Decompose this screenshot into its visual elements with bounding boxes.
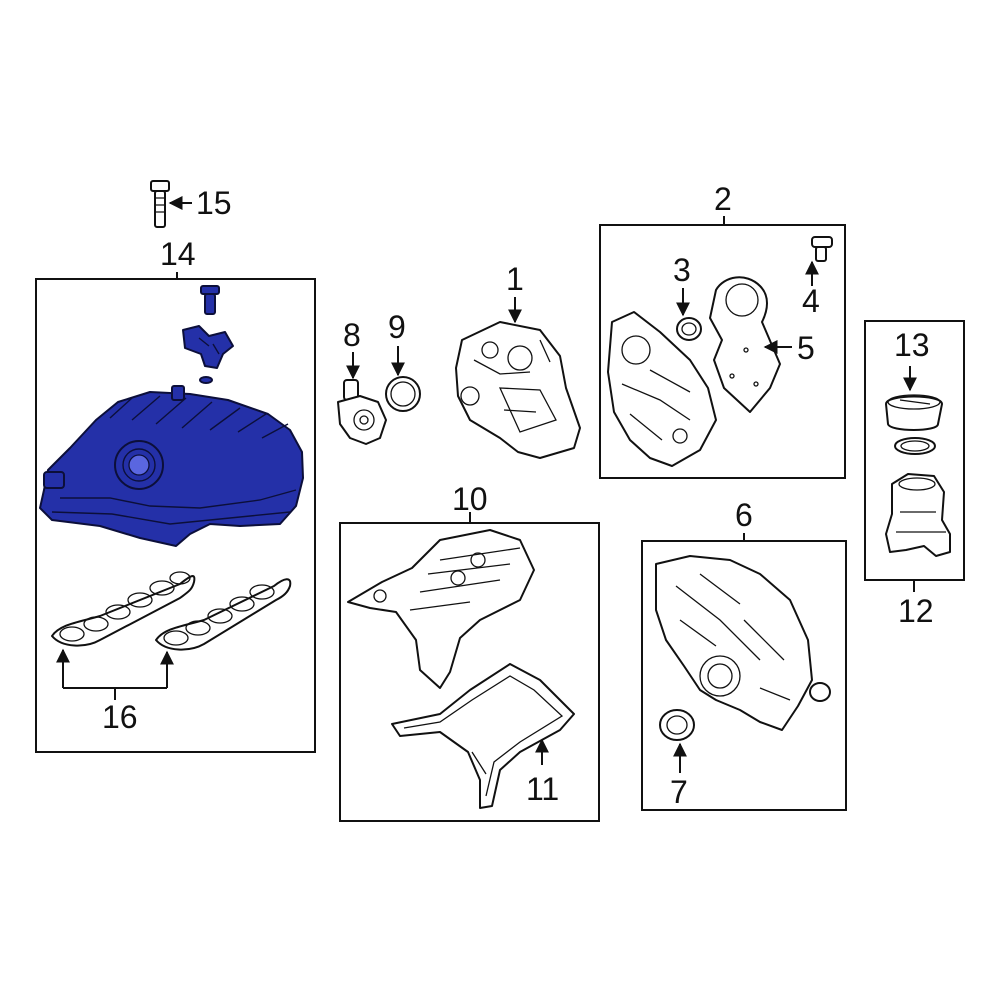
oil-filter-seal-part-12[interactable] (894, 437, 936, 455)
group-box-2 (599, 224, 846, 479)
callout-4: 4 (802, 283, 820, 319)
intake-manifold-part-14[interactable] (39, 285, 304, 547)
callout-14: 14 (160, 236, 196, 272)
callout-5: 5 (797, 330, 815, 366)
callout-2: 2 (714, 181, 732, 217)
oil-filter-housing-part-12[interactable] (885, 473, 951, 557)
callout-15: 15 (196, 185, 232, 221)
callout-3: 3 (673, 252, 691, 288)
callout-1: 1 (506, 261, 524, 297)
callout-13: 13 (894, 327, 930, 363)
o-ring-part-9[interactable] (385, 376, 421, 412)
valve-cover-gasket-part-11[interactable] (391, 663, 575, 809)
callout-16: 16 (102, 699, 138, 735)
callout-10: 10 (452, 481, 488, 517)
timing-cover-part-2[interactable] (607, 311, 717, 467)
thermostat-housing-part-8[interactable] (337, 379, 387, 445)
valve-cover-part-10[interactable] (347, 529, 535, 689)
group-box-14 (35, 278, 316, 753)
timing-case-part-6[interactable] (655, 555, 831, 731)
callout-11: 11 (526, 771, 559, 807)
callout-12: 12 (898, 593, 934, 629)
oil-filter-cap-part-13[interactable] (885, 394, 943, 431)
cylinder-head-part-1[interactable] (455, 321, 581, 459)
callout-6: 6 (735, 497, 753, 533)
seal-part-3[interactable] (676, 317, 702, 341)
callout-8: 8 (343, 317, 361, 353)
callout-9: 9 (388, 309, 406, 345)
bolt-part-4[interactable] (811, 236, 833, 262)
bolt-part-15[interactable] (150, 180, 170, 228)
callout-7: 7 (670, 774, 688, 810)
gasket-part-5[interactable] (709, 276, 781, 413)
manifold-gasket-part-16[interactable] (51, 571, 292, 651)
crank-seal-part-7[interactable] (659, 709, 695, 741)
